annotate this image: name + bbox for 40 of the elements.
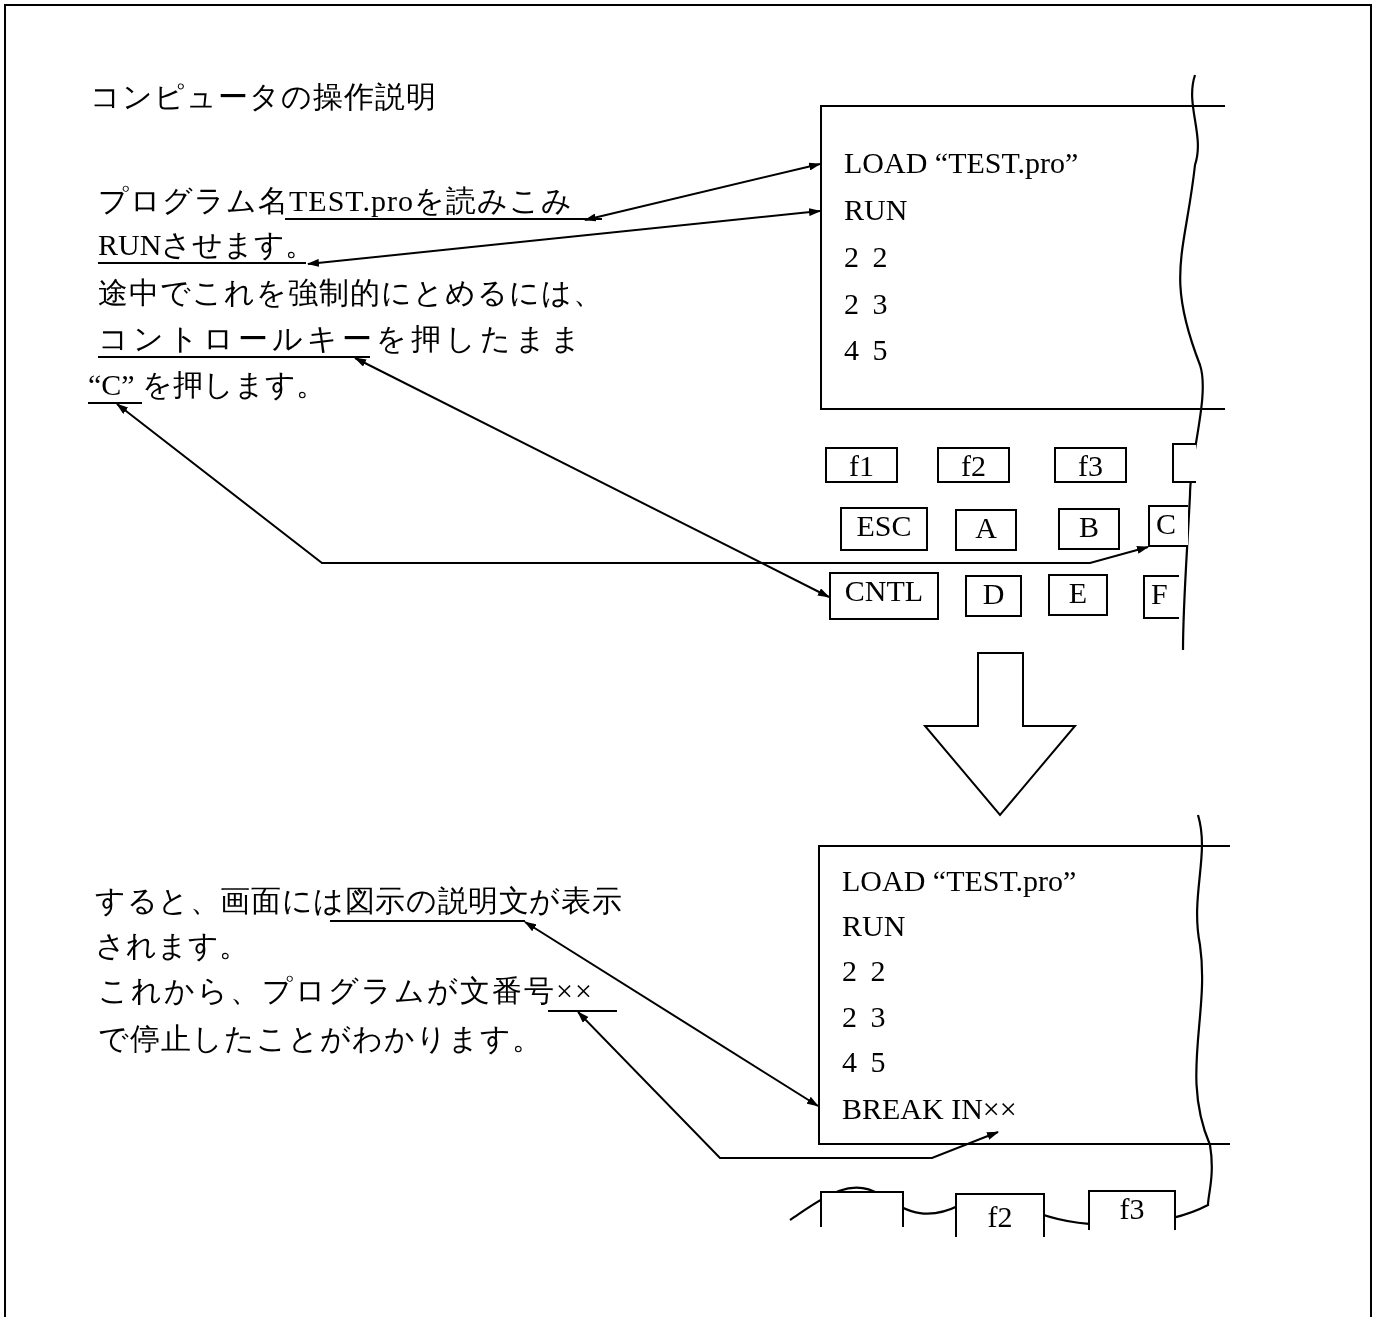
leader-line [577, 1011, 999, 1159]
key: f2 [937, 447, 1010, 483]
screen-line: 4 5 [820, 1043, 1020, 1081]
key: D [965, 575, 1022, 617]
screen-line: 2 3 [822, 285, 1022, 323]
key [1172, 443, 1196, 483]
leader-line [584, 162, 821, 222]
screen-line: RUN [820, 907, 1020, 945]
screen-line: 4 5 [822, 331, 1022, 369]
instruction-text: プログラム名TEST.proを読みこみ [98, 182, 603, 220]
leader-line [307, 208, 821, 267]
screen-box [820, 105, 1225, 410]
key: A [955, 509, 1017, 551]
key: C [1148, 505, 1188, 547]
instruction-text: 途中でこれを強制的にとめるには、 [98, 275, 604, 311]
screen-line: LOAD “TEST.pro” [822, 144, 1152, 182]
instruction-text: で停止したことがわかります。 [98, 1021, 543, 1057]
key: F [1143, 575, 1179, 619]
screen-line: 2 3 [820, 998, 1020, 1036]
screen-line: RUN [822, 191, 1022, 229]
key: f3 [1088, 1190, 1176, 1230]
instruction-text: されます。 [95, 928, 249, 964]
screen-box [818, 845, 1230, 1145]
key: E [1048, 574, 1108, 616]
block-arrow [922, 652, 1078, 817]
screen-line: LOAD “TEST.pro” [820, 862, 1150, 900]
heading: コンピュータの操作説明 [90, 79, 437, 115]
leader-line [116, 403, 1149, 564]
key: ESC [840, 507, 928, 551]
key: f1 [825, 447, 898, 483]
key: CNTL [829, 572, 939, 620]
key [820, 1191, 904, 1227]
screen-line: 2 2 [820, 952, 1020, 990]
key: f3 [1054, 447, 1127, 483]
key: f2 [955, 1193, 1045, 1237]
leader-line [524, 921, 819, 1107]
leader-line [354, 357, 830, 598]
key: B [1058, 508, 1120, 550]
screen-line: BREAK IN×× [820, 1090, 1120, 1134]
screen-line: 2 2 [822, 238, 1022, 276]
